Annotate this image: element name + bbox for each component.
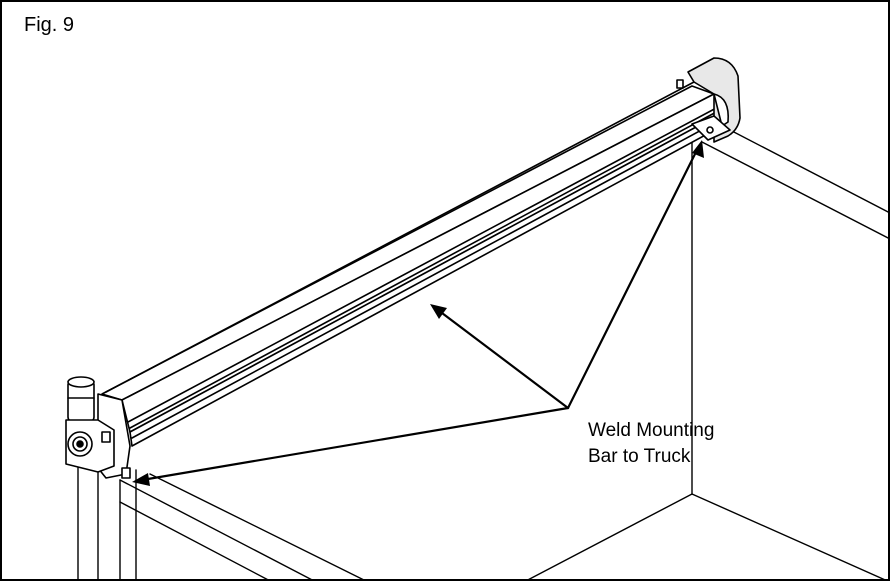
frame-floor-rear — [691, 493, 885, 579]
arrowhead-roller — [430, 304, 447, 319]
frame-floor-cross — [528, 493, 693, 579]
awning-roller — [101, 81, 725, 447]
mounting-bracket-left — [121, 467, 131, 479]
callout-arrows — [132, 140, 704, 486]
arrowhead-right-bar — [692, 140, 704, 158]
end-cap-right-face — [713, 93, 730, 127]
figure-label: Fig. 9 — [24, 14, 75, 36]
frame-edge-rear-inner — [729, 129, 888, 213]
frame-edge-front-top — [149, 473, 364, 579]
arrow-to-roller — [436, 308, 570, 410]
end-cap-right — [676, 57, 741, 143]
callout-text: Weld Mounting Bar to Truck — [588, 418, 714, 470]
end-cap-right-slot — [676, 79, 684, 89]
roller-edge-top — [105, 81, 695, 393]
frame-edge-rear — [701, 141, 888, 239]
arrow-to-right-bar — [566, 146, 700, 410]
roller-face — [121, 93, 725, 433]
roller-groove-3 — [131, 119, 721, 439]
roller-groove-2 — [129, 109, 721, 429]
mounting-bracket-right — [691, 115, 731, 141]
arrowhead-left-bar — [132, 473, 150, 486]
gearbox-port-center — [76, 440, 84, 448]
truck-frame — [77, 129, 888, 579]
motor-cylinder-top — [67, 376, 95, 388]
roller-groove-1 — [127, 105, 721, 423]
callout-line-2: Bar to Truck — [588, 446, 691, 467]
end-cap-left — [65, 376, 131, 479]
arrow-to-left-bar — [140, 406, 570, 482]
frame-edge-front — [119, 479, 312, 579]
frame-edge-front-inner — [119, 501, 268, 579]
gearbox-fitting — [101, 431, 111, 443]
roller-top-surface — [101, 85, 715, 401]
callout-line-1: Weld Mounting — [588, 420, 715, 441]
bracket-bolt-right — [706, 126, 714, 134]
